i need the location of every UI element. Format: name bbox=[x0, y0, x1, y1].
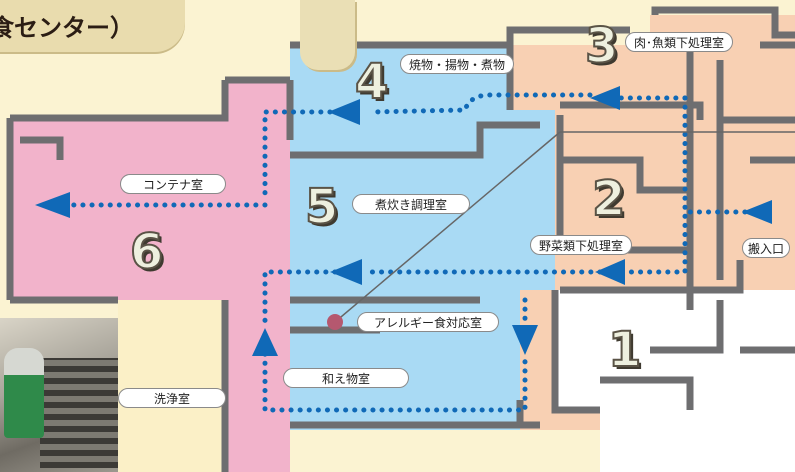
label-dressing-room: 和え物室 bbox=[283, 368, 409, 388]
arrow-left-container bbox=[35, 192, 70, 218]
kitchen-photo bbox=[0, 318, 118, 472]
label-washing-room: 洗浄室 bbox=[118, 388, 226, 408]
label-cooking-room: 煮炊き調理室 bbox=[352, 194, 470, 214]
title-banner: 食センター） bbox=[0, 0, 185, 52]
wash-zone bbox=[118, 300, 225, 472]
label-vegetable-prep: 野菜類下処理室 bbox=[530, 235, 633, 255]
flow-arrows bbox=[35, 86, 772, 356]
allergy-leader-line bbox=[334, 131, 561, 323]
label-entrance: 搬入口 bbox=[742, 238, 791, 258]
arrow-down-right bbox=[512, 325, 538, 355]
arrow-left-top-right bbox=[590, 86, 620, 110]
step-number-5: 5 bbox=[304, 179, 339, 235]
photo-worker bbox=[4, 348, 44, 438]
photo-rack bbox=[40, 358, 118, 468]
step-number-6: 6 bbox=[129, 224, 164, 280]
label-meat-fish-prep: 肉･魚類下処理室 bbox=[625, 32, 734, 52]
blue-zone bbox=[290, 45, 555, 430]
step-number-1: 1 bbox=[607, 322, 642, 378]
arrow-left-mid-right bbox=[595, 259, 625, 285]
label-allergy-room: アレルギー食対応室 bbox=[357, 312, 499, 332]
allergy-marker-dot bbox=[327, 314, 343, 330]
label-grill-fry-simmer: 焼物・揚物・煮物 bbox=[400, 54, 515, 74]
step-number-2: 2 bbox=[591, 171, 626, 227]
step-number-3: 3 bbox=[584, 18, 619, 74]
label-container-room: コンテナ室 bbox=[120, 174, 226, 194]
arrow-left-mid-left bbox=[330, 259, 362, 285]
step-number-4: 4 bbox=[354, 54, 389, 110]
page-title: 食センター） bbox=[0, 14, 134, 42]
white-corridor bbox=[290, 430, 600, 472]
arrow-left-entrance bbox=[742, 200, 772, 224]
scroll-decoration bbox=[300, 0, 355, 70]
arrow-up-left bbox=[252, 328, 278, 356]
arrow-left-top-left bbox=[328, 99, 360, 125]
